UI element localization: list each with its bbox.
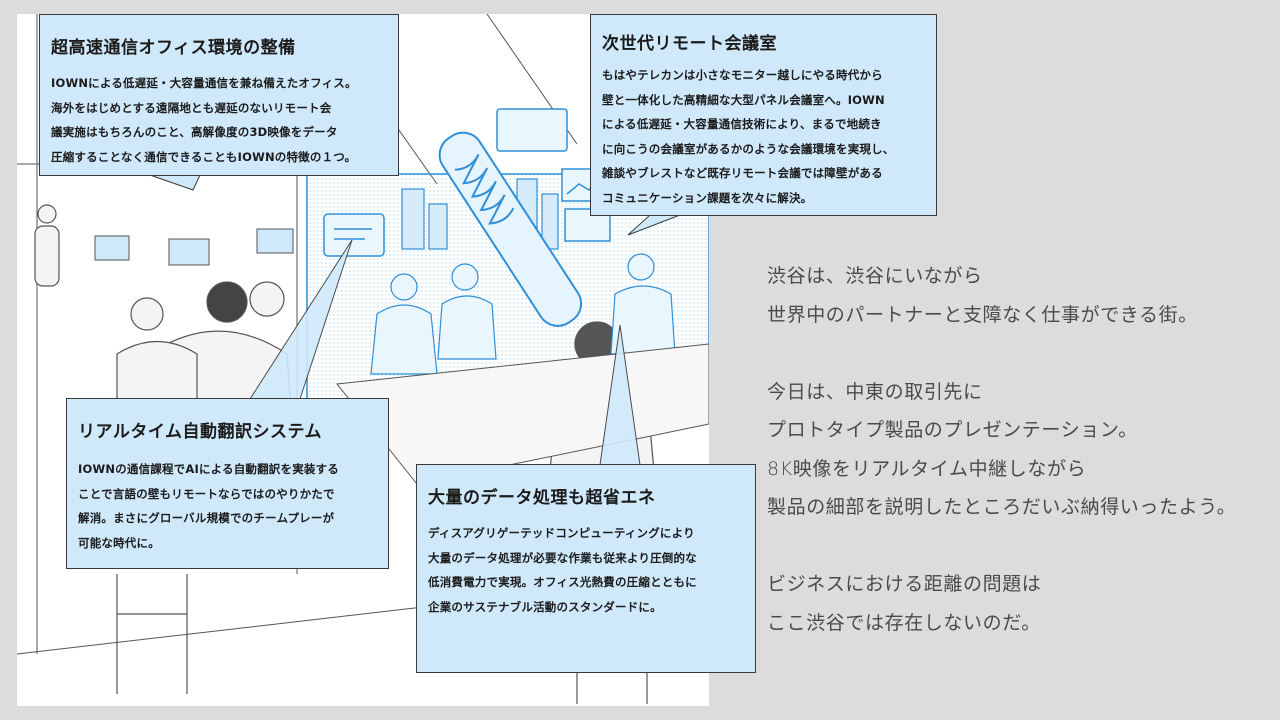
callout-title: 次世代リモート会議室 bbox=[602, 34, 777, 54]
display-panel bbox=[496, 108, 568, 152]
callout-title: リアルタイム自動翻訳システム bbox=[78, 422, 322, 442]
narrative-text: 渋谷は、渋谷にいながら 世界中のパートナーと支障なく仕事ができる街。 今日は、中… bbox=[767, 257, 1277, 642]
callout-translation: リアルタイム自動翻訳システム IOWNの通信課程でAIによる自動翻訳を実装する … bbox=[66, 398, 389, 569]
monitor bbox=[256, 228, 294, 254]
monitor bbox=[94, 235, 130, 261]
narrative-line: 渋谷は、渋谷にいながら bbox=[767, 265, 983, 287]
narrative-line: ビジネスにおける距離の問題は bbox=[767, 573, 1042, 595]
product-hologram bbox=[438, 131, 583, 327]
callout-data-processing: 大量のデータ処理も超省エネ ディスアグリゲーテッドコンピューティングにより 大量… bbox=[416, 464, 756, 673]
callout-body: IOWNの通信課程でAIによる自動翻訳を実装する ことで言語の壁もリモートならで… bbox=[78, 462, 339, 550]
callout-title: 大量のデータ処理も超省エネ bbox=[428, 488, 656, 508]
callout-remote-meeting: 次世代リモート会議室 もはやテレカンは小さなモニター越しにやる時代から 壁と一体… bbox=[590, 14, 937, 216]
narrative-line: 8K映像をリアルタイム中継しながら bbox=[767, 457, 1087, 480]
callout-body: もはやテレカンは小さなモニター越しにやる時代から 壁と一体化した高精細な大型パネ… bbox=[602, 68, 895, 205]
callout-body: IOWNによる低遅延・大容量通信を兼ね備えたオフィス。 海外をはじめとする遠隔地… bbox=[51, 76, 357, 164]
callout-title: 超高速通信オフィス環境の整備 bbox=[51, 38, 296, 58]
callout-office-network: 超高速通信オフィス環境の整備 IOWNによる低遅延・大容量通信を兼ね備えたオフィ… bbox=[39, 14, 399, 176]
narrative-line: 今日は、中東の取引先に bbox=[767, 380, 983, 403]
narrative-line: 製品の細部を説明したところだいぶ納得いったよう。 bbox=[767, 496, 1237, 518]
translation-bubble bbox=[323, 213, 385, 257]
callout-body: ディスアグリゲーテッドコンピューティングにより 大量のデータ処理が必要な作業も従… bbox=[428, 526, 697, 614]
narrative-line: 世界中のパートナーと支障なく仕事ができる街。 bbox=[767, 303, 1198, 326]
monitor bbox=[168, 238, 210, 266]
narrative-line: プロトタイプ製品のプレゼンテーション。 bbox=[767, 419, 1138, 441]
narrative-line: ここ渋谷では存在しないのだ。 bbox=[767, 611, 1041, 634]
